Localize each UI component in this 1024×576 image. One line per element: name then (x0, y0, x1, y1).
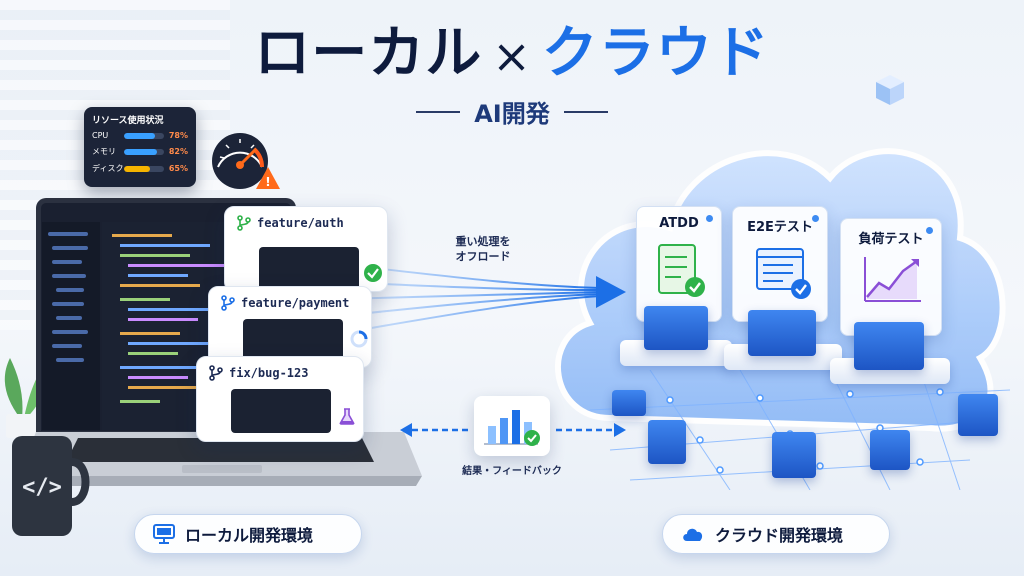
bar-chart-check-icon (484, 410, 540, 446)
git-branch-icon (221, 295, 235, 311)
resource-bar (124, 132, 164, 139)
offload-line-1: 重い処理を (455, 235, 511, 248)
test-label: ATDD (659, 216, 699, 231)
branch-card-bugfix: fix/bug-123 (196, 356, 364, 442)
svg-text:</>: </> (22, 475, 62, 500)
rack-server (870, 430, 910, 470)
subtitle-text: AI開発 (474, 100, 550, 128)
title-cloud: クラウド (541, 21, 770, 86)
monitor-icon (153, 524, 175, 544)
local-env-label: ローカル開発環境 (185, 526, 314, 545)
chart-up-icon (864, 257, 921, 302)
check-circle-icon (364, 264, 382, 282)
resource-label: メモリ (92, 147, 116, 156)
subtitle-line-right (563, 110, 608, 113)
test-card-e2e: E2Eテスト (732, 206, 828, 322)
feedback-label: 結果・フィードバック (462, 466, 562, 477)
cloud-icon (683, 528, 703, 541)
loading-spinner-icon (350, 330, 368, 348)
resource-percent: 82% (168, 147, 188, 156)
gauge-warning-icon: ! (212, 133, 280, 189)
git-branch-icon (237, 215, 251, 231)
title-times: × (492, 29, 532, 83)
branch-header: feature/payment (209, 287, 371, 317)
branch-code-preview (259, 247, 359, 291)
title-local: ローカル (254, 21, 483, 86)
test-card-load: 負荷テスト (840, 218, 942, 336)
rack-server (612, 390, 646, 416)
branch-header: fix/bug-123 (197, 357, 363, 387)
rack-server (772, 432, 816, 478)
resource-percent: 65% (168, 164, 188, 173)
cloud-env-pill: クラウド開発環境 (662, 514, 890, 554)
resource-percent: 78% (168, 131, 188, 140)
checklist-icon (658, 244, 705, 297)
resource-row-disk: ディスク 65% (92, 163, 188, 174)
file-explorer (42, 222, 100, 430)
feedback-arrow-left (400, 423, 468, 437)
resource-row-memory: メモリ 82% (92, 146, 188, 157)
branch-name: feature/auth (257, 216, 344, 230)
rack-server (648, 420, 686, 464)
resource-title: リソース使用状況 (92, 116, 164, 126)
svg-text:!: ! (265, 175, 270, 189)
resource-fill (124, 165, 150, 172)
test-label: E2Eテスト (747, 220, 813, 235)
subtitle-line-left (416, 110, 461, 113)
status-dot (706, 215, 713, 222)
git-branch-icon (209, 365, 223, 381)
server-block (748, 310, 816, 356)
branch-name: fix/bug-123 (229, 366, 309, 380)
server-block (854, 322, 924, 370)
resource-panel: リソース使用状況 CPU 78% メモリ 82% ディスク 65% (84, 107, 196, 187)
cube-icon (876, 75, 904, 105)
page-title: ローカル×クラウド (0, 22, 1024, 88)
cloud-env-label: クラウド開発環境 (715, 526, 844, 545)
local-env-pill: ローカル開発環境 (134, 514, 362, 554)
test-card-atdd: ATDD (636, 206, 722, 322)
test-label: 負荷テスト (858, 232, 924, 247)
branch-card-payment: feature/payment (208, 286, 372, 368)
rack-server (958, 394, 998, 436)
branch-header: feature/auth (225, 207, 387, 237)
browser-check-icon (756, 248, 811, 299)
server-block (644, 306, 708, 350)
file-tree-lines (48, 232, 88, 362)
branch-code-preview (231, 389, 331, 433)
resource-bar (124, 148, 164, 155)
subtitle: AI開発 (0, 94, 1024, 129)
resource-fill (124, 148, 157, 155)
coffee-mug: </> (12, 436, 90, 536)
status-dot (926, 227, 933, 234)
laptop-keyboard (18, 432, 422, 486)
feedback-arrow-right (556, 423, 626, 437)
results-card (474, 396, 550, 456)
branch-code-preview (243, 319, 343, 363)
branch-name: feature/payment (241, 296, 350, 310)
code-lines (112, 234, 228, 403)
flask-icon (338, 408, 356, 425)
offload-line-2: オフロード (455, 250, 511, 263)
resource-label: CPU (92, 131, 109, 140)
offload-label: 重い処理を オフロード (428, 234, 538, 264)
branch-card-auth: feature/auth (224, 206, 388, 292)
resource-bar (124, 165, 164, 172)
resource-row-cpu: CPU 78% (92, 131, 188, 140)
resource-fill (124, 132, 156, 139)
title-block: ローカル×クラウド AI開発 (0, 22, 1024, 129)
status-dot (812, 215, 819, 222)
resource-label: ディスク (92, 164, 124, 173)
